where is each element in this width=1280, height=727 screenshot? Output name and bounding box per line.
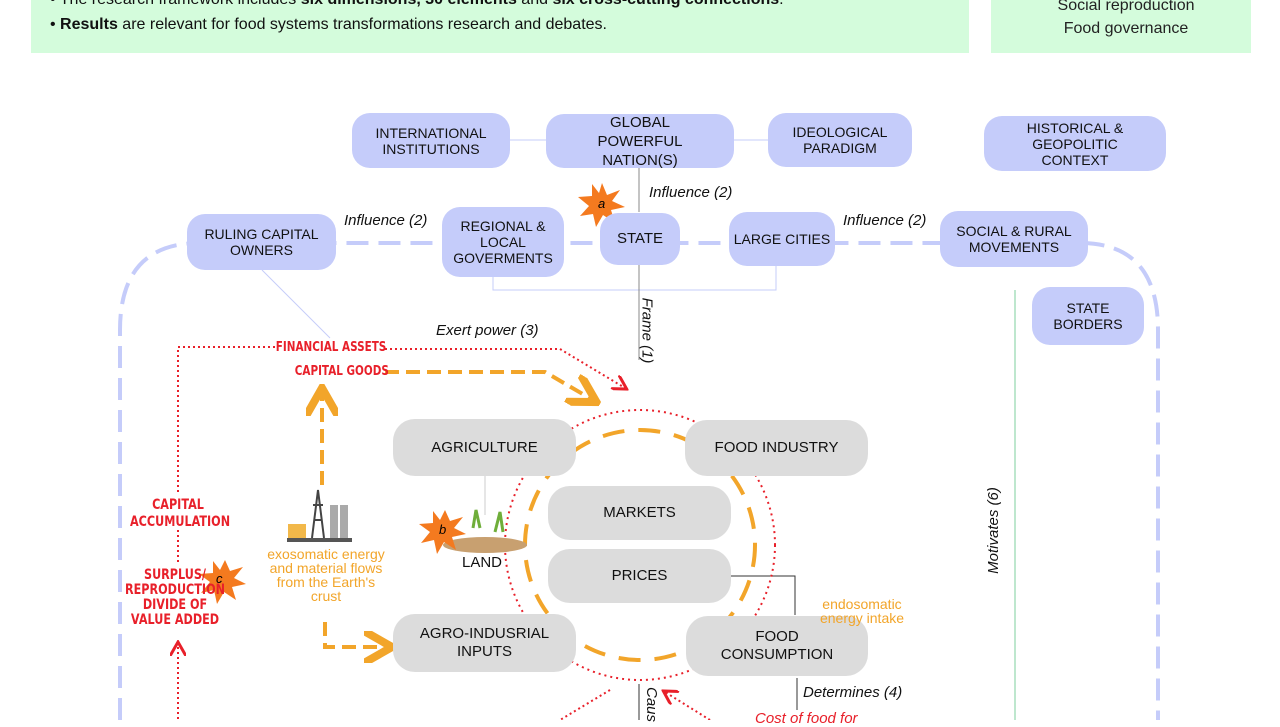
oil-rig-icon [287,489,352,542]
land-label: LAND [462,554,503,571]
label-motivates-6: Motivates (6) [984,487,1002,574]
label-frame-1: Frame (1) [638,297,656,364]
node-ideological-paradigm[interactable]: IDEOLOGICAL PARADIGM [768,113,912,167]
label-influence-2b: Influence (2) [344,212,428,229]
label-surplus-divide: SURPLUS/ REPRODUCTION DIVIDE OF VALUE AD… [125,567,225,628]
marker-b: b [439,522,447,537]
label-capital-goods: CAPITAL GOODS [294,364,389,379]
node-global-powerful-nations[interactable]: GLOBAL POWERFUL NATION(S) [546,114,734,169]
label-influence-2c: Influence (2) [843,212,927,229]
label-exosomatic-flows: exosomatic energy and material flows fro… [267,546,385,604]
label-endosomatic-intake: endosomatic energy intake [819,596,905,626]
node-agriculture[interactable]: AGRICULTURE [393,419,576,476]
node-markets[interactable]: MARKETS [548,486,731,540]
marker-a: a [598,196,606,211]
node-large-cities[interactable]: LARGE CITIES [729,212,835,266]
node-food-industry[interactable]: FOOD INDUSTRY [685,420,868,476]
label-influence-2a: Influence (2) [649,184,733,201]
marker-c: c [216,571,223,586]
node-food-consumption[interactable]: FOOD CONSUMPTION [686,616,868,676]
keyword: Food governance [1063,20,1189,37]
summary-bullet-1: • The research framework includes six di… [50,0,784,9]
node-historical-context[interactable]: HISTORICAL & GEOPOLITIC CONTEXT [984,116,1166,171]
starburst-icon [199,183,625,604]
label-cost-of-food: Cost of food for [755,710,858,727]
keywords-panel [991,0,1251,53]
node-agro-industrial-inputs[interactable]: AGRO-INDUSRIAL INPUTS [393,614,576,672]
land-icon [443,509,527,553]
node-social-rural-movements[interactable]: SOCIAL & RURAL MOVEMENTS [940,211,1088,267]
node-state[interactable]: STATE [600,213,680,265]
summary-bullet-2: • Results are relevant for food systems … [50,16,607,33]
node-state-borders[interactable]: STATE BORDERS [1032,287,1144,345]
label-determines-4: Determines (4) [803,684,903,701]
label-exert-power-3: Exert power (3) [436,322,539,339]
node-international-institutions[interactable]: INTERNATIONAL INSTITUTIONS [352,113,510,168]
label-financial-assets: FINANCIAL ASSETS [275,340,387,355]
label-causes: Caus [643,686,661,723]
node-ruling-capital-owners[interactable]: RULING CAPITAL OWNERS [187,214,336,270]
label-capital-accumulation: CAPITAL ACCUMULATION [130,497,231,530]
node-regional-local-governments[interactable]: REGIONAL & LOCAL GOVERMENTS [442,207,564,277]
node-prices[interactable]: PRICES [548,549,731,603]
summary-panel [31,0,969,53]
keyword: Social reproduction [1057,0,1195,14]
